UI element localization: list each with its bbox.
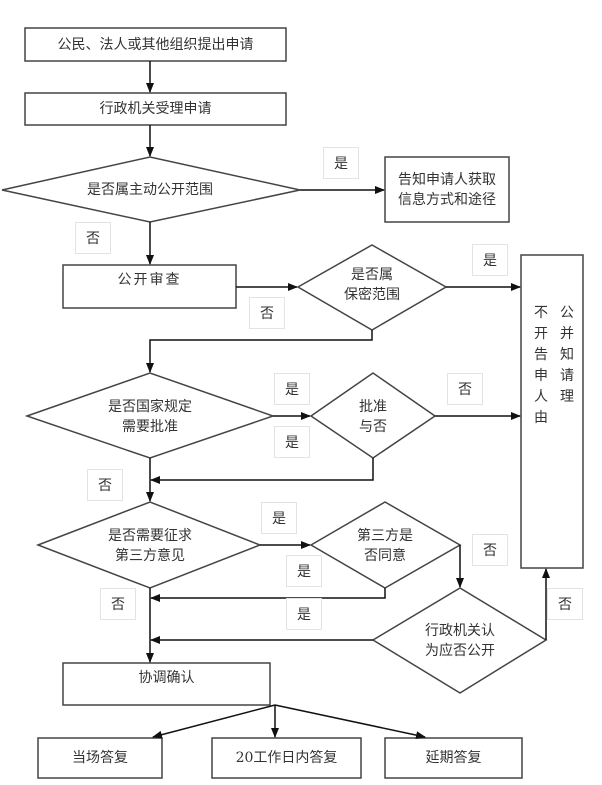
label-agency-no: 否 [547,588,583,620]
node-refuse-box [520,254,584,569]
label-secret-yes: 是 [472,244,508,276]
edge-third-agree-yes [150,588,386,602]
edge-coordinate-now [152,704,276,739]
label-third-agree-yes: 是 [286,555,322,587]
refuse-char: 申 [534,368,548,384]
refuse-char: 由 [534,410,548,426]
node-reply-20days: 20工作日内答复 [235,750,338,766]
node-review: 公开审查 [117,272,182,288]
node-need-third-party: 是否需要征求 第三方意见 [108,528,192,564]
node-third-party-agree: 第三方是 否同意 [357,528,413,564]
refuse-char: 知 [560,347,574,363]
refuse-char: 公 [560,305,574,321]
node-submit: 公民、法人或其他组织提出申请 [57,36,254,53]
node-inform-method: 告知申请人获取 信息方式和途径 [398,171,496,208]
node-coordinate-box [62,662,271,706]
label-approval-no: 否 [87,469,123,501]
refuse-char: 并 [560,326,574,342]
refuse-char: 理 [560,389,574,405]
node-need-approval: 是否国家规定 需要批准 [108,399,192,435]
node-refuse-col1: 不 开 告 申 人 由 [534,303,548,429]
label-proactive-no: 否 [75,222,111,254]
label-third-disagree-no: 否 [472,534,508,566]
node-submit-box [24,27,287,62]
label-third-no: 否 [100,588,136,620]
node-reply-delay: 延期答复 [425,750,482,766]
refuse-char: 人 [534,389,548,405]
label-agency-yes: 是 [286,598,322,630]
node-accept: 行政机关受理申请 [99,101,212,117]
refuse-char: 请 [560,368,574,384]
label-proactive-yes: 是 [323,147,359,179]
node-accept-box [24,92,287,126]
node-reply-20days-box [211,737,362,779]
refuse-char: 不 [534,305,548,321]
node-secret-scope: 是否属 保密范围 [344,267,400,303]
node-proactive-scope: 是否属主动公开范围 [87,182,213,198]
label-secret-no: 否 [249,297,285,329]
node-inform-method-box [384,156,510,223]
node-reply-now: 当场答复 [72,750,128,766]
edge-approved-yes [150,458,374,484]
node-reply-delay-box [384,737,523,779]
node-agency-decide: 行政机关认 为应否公开 [425,623,495,659]
refuse-char: 开 [534,326,548,342]
node-reply-now-box [37,737,163,779]
node-refuse-col2: 公 并 知 请 理 [560,303,574,408]
node-approved: 批准 与否 [359,399,387,435]
label-approval-yes-top: 是 [274,373,310,405]
node-coordinate: 协调确认 [138,670,195,686]
label-third-yes: 是 [261,502,297,534]
label-approved-no: 否 [447,373,483,405]
refuse-char: 告 [534,347,548,363]
edge-secret-no [146,330,373,373]
edge-coordinate-delay [274,704,426,740]
label-approval-yes-bottom: 是 [274,426,310,458]
